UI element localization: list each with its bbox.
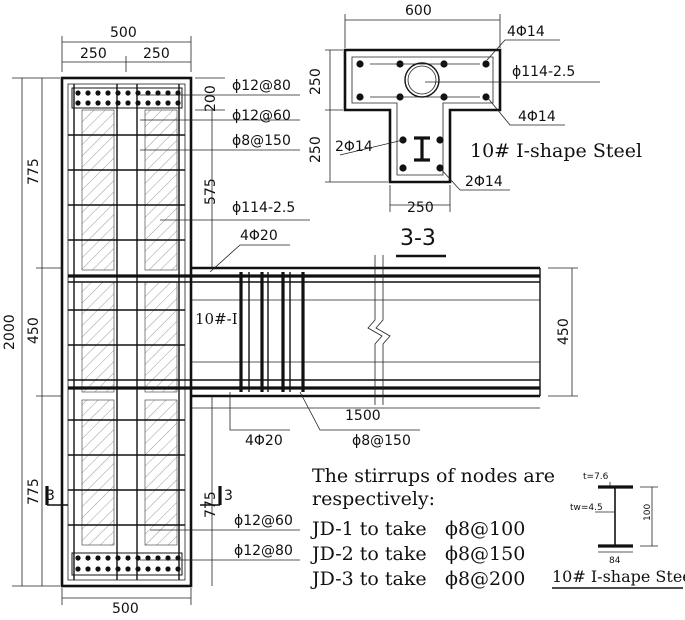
note-jd2-label: JD-2 to take <box>310 543 427 565</box>
ishape-t: t=7.6 <box>583 472 609 482</box>
beam-stirrups <box>239 272 305 392</box>
section-tube <box>404 62 440 98</box>
section-callout-mid-bar: 4Φ14 <box>518 109 556 125</box>
section-dim-width-top: 600 <box>405 3 432 19</box>
dim-column-bottom-width: 500 <box>112 601 139 617</box>
column-hatching <box>81 109 178 546</box>
dim-beam-height: 450 <box>556 318 572 345</box>
section-dim-width-bottom: 250 <box>407 200 434 216</box>
beam-dimensions: 1500 450 4Φ20 ϕ8@150 <box>191 267 578 449</box>
ishape-tw: tw=4.5 <box>570 503 603 513</box>
stirrup-note: The stirrups of nodes are respectively: … <box>310 465 555 590</box>
column-elevation <box>60 76 193 588</box>
column-outline <box>60 76 193 588</box>
note-jd1-value: ϕ8@100 <box>445 518 525 540</box>
dim-column-right-top: 575 <box>203 178 219 205</box>
callout-tube: ϕ114-2.5 <box>232 200 295 216</box>
callout-4phi20-bottom: 4Φ20 <box>245 433 283 449</box>
column-callouts: ϕ12@80 ϕ12@60 ϕ8@150 ϕ114-2.5 4Φ20 ϕ12@6… <box>140 78 310 561</box>
column-dimensions: 500 250 250 500 2000 775 450 775 575 775… <box>2 25 225 617</box>
callout-beam-stirrup: ϕ8@150 <box>352 433 411 449</box>
ishape-height: 100 <box>643 504 653 521</box>
note-line2: respectively: <box>312 488 435 510</box>
dim-column-width: 500 <box>110 25 137 41</box>
dim-column-top-200: 200 <box>203 85 219 112</box>
ishape-width: 84 <box>609 556 621 566</box>
cut-mark-left: 3 <box>46 488 55 504</box>
dim-column-top-height: 775 <box>26 158 42 185</box>
callout-phi8-150: ϕ8@150 <box>232 133 291 149</box>
callout-phi12-60-top: ϕ12@60 <box>232 108 291 124</box>
section-dim-height-bottom: 250 <box>308 136 324 163</box>
section-callout-top-bar: 4Φ14 <box>507 24 545 40</box>
beam-steel-label: 10#-I <box>195 310 238 328</box>
dim-column-half-left: 250 <box>80 46 107 62</box>
dim-column-height: 2000 <box>2 314 18 350</box>
ishape-caption: 10# I-shape Steel <box>552 567 685 586</box>
cut-mark-right: 3 <box>224 488 233 504</box>
section-dim-height-top: 250 <box>308 68 324 95</box>
section-title: 3-3 <box>400 226 436 251</box>
section-rebar-dots <box>356 60 490 172</box>
section-callout-bottom-bar: 2Φ14 <box>465 174 503 190</box>
note-jd2-value: ϕ8@150 <box>445 543 525 565</box>
callout-phi12-80-bottom: ϕ12@80 <box>234 543 293 559</box>
beam-break-mark <box>367 255 391 405</box>
callout-4phi20-top: 4Φ20 <box>240 228 278 244</box>
column-stirrups <box>68 134 185 526</box>
column-bottom-rebar-dots <box>71 552 183 576</box>
column-top-rebar-dots <box>71 87 183 109</box>
callout-phi12-60-bottom: ϕ12@60 <box>234 513 293 529</box>
beam-elevation: 10#-I <box>68 255 541 405</box>
dim-column-mid-height: 450 <box>26 317 42 344</box>
note-jd3-label: JD-3 to take <box>310 568 427 590</box>
section-callout-left-bar: 2Φ14 <box>335 139 373 155</box>
dim-column-bottom-height: 775 <box>26 478 42 505</box>
column-inner-outline <box>67 83 186 581</box>
dim-beam-length: 1500 <box>345 408 381 424</box>
dim-column-half-right: 250 <box>143 46 170 62</box>
note-line1: The stirrups of nodes are <box>312 465 555 487</box>
section-i-steel <box>414 136 430 162</box>
section-cut-marks: 3 3 <box>45 486 233 506</box>
section-callout-tube: ϕ114-2.5 <box>512 64 575 80</box>
note-jd1-label: JD-1 to take <box>310 518 427 540</box>
ishape-detail: 100 84 t=7.6 tw=4.5 10# I-shape Steel <box>552 472 685 589</box>
callout-phi12-80-top: ϕ12@80 <box>232 78 291 94</box>
section-3-3: 600 250 250 250 4Φ14 ϕ114-2.5 4Φ14 2Φ14 … <box>308 3 642 258</box>
note-jd3-value: ϕ8@200 <box>445 568 525 590</box>
section-steel-label: 10# I-shape Steel <box>470 140 642 162</box>
